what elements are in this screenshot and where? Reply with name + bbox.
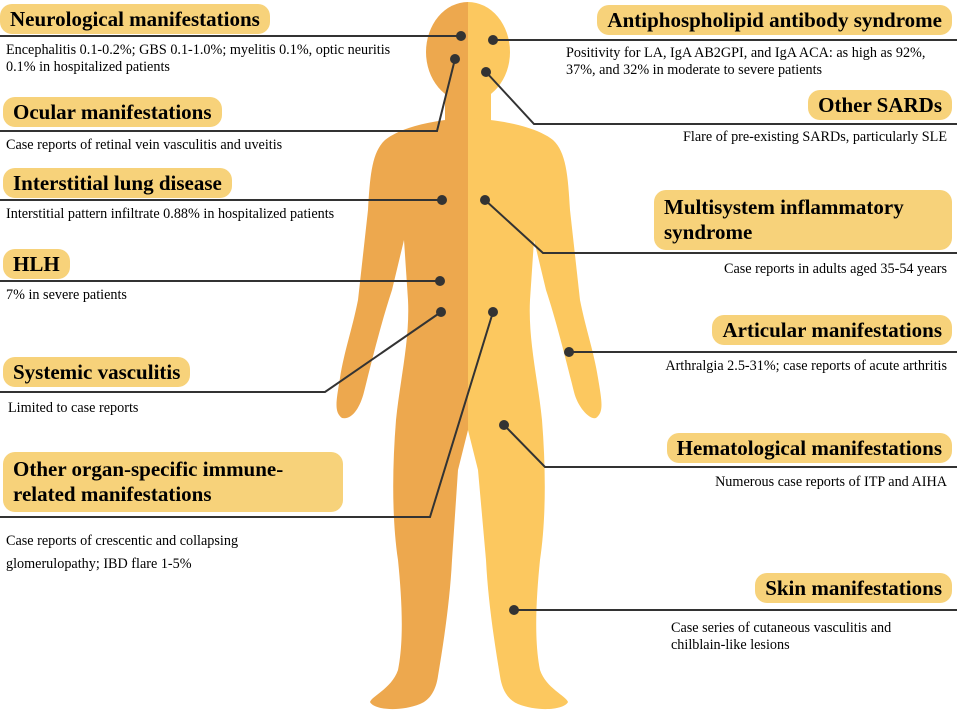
hema-desc: Numerous case reports of ITP and AIHA [715, 474, 947, 490]
vasculitis-title: Systemic vasculitis [3, 357, 191, 387]
other-organ-title: Other organ-specific immune-related mani… [3, 452, 343, 512]
ild-title: Interstitial lung disease [3, 168, 232, 198]
ocular-desc: Case reports of retinal vein vasculitis … [6, 137, 283, 153]
neuro-desc: Encephalitis 0.1-0.2%; GBS 0.1-1.0%; mye… [6, 42, 391, 75]
connector-other-organ [0, 311, 494, 518]
connector-hema [503, 424, 957, 468]
sards-title: Other SARDs [808, 90, 952, 120]
ocular-title: Ocular manifestations [3, 97, 222, 127]
skin-title: Skin manifestations [755, 573, 952, 603]
connector-sards [485, 71, 957, 125]
mis-title: Multisystem inflammatory syndrome [654, 190, 952, 250]
articular-title: Articular manifestations [712, 315, 952, 345]
vasculitis-desc: Limited to case reports [8, 400, 139, 416]
connector-vasculitis [0, 311, 442, 393]
aps-title: Antiphospholipid antibody syndrome [597, 5, 952, 35]
hlh-title: HLH [3, 249, 70, 279]
ild-desc: Interstitial pattern infiltrate 0.88% in… [6, 206, 335, 222]
connector-ocular [0, 58, 456, 132]
hema-title: Hematological manifestations [666, 433, 952, 463]
connector-dots [435, 31, 574, 615]
mis-desc: Case reports in adults aged 35-54 years [724, 261, 947, 277]
skin-desc: Case series of cutaneous vasculitis and … [671, 620, 892, 653]
hlh-desc: 7% in severe patients [6, 287, 127, 303]
articular-desc: Arthralgia 2.5-31%; case reports of acut… [665, 358, 947, 374]
connector-lines [0, 35, 957, 611]
aps-desc: Positivity for LA, IgA AB2GPI, and IgA A… [566, 45, 926, 78]
connector-mis [484, 199, 957, 254]
other-organ-desc: Case reports of crescentic and collapsin… [6, 533, 239, 572]
neuro-title: Neurological manifestations [0, 4, 270, 34]
sards-desc: Flare of pre-existing SARDs, particularl… [683, 129, 947, 145]
